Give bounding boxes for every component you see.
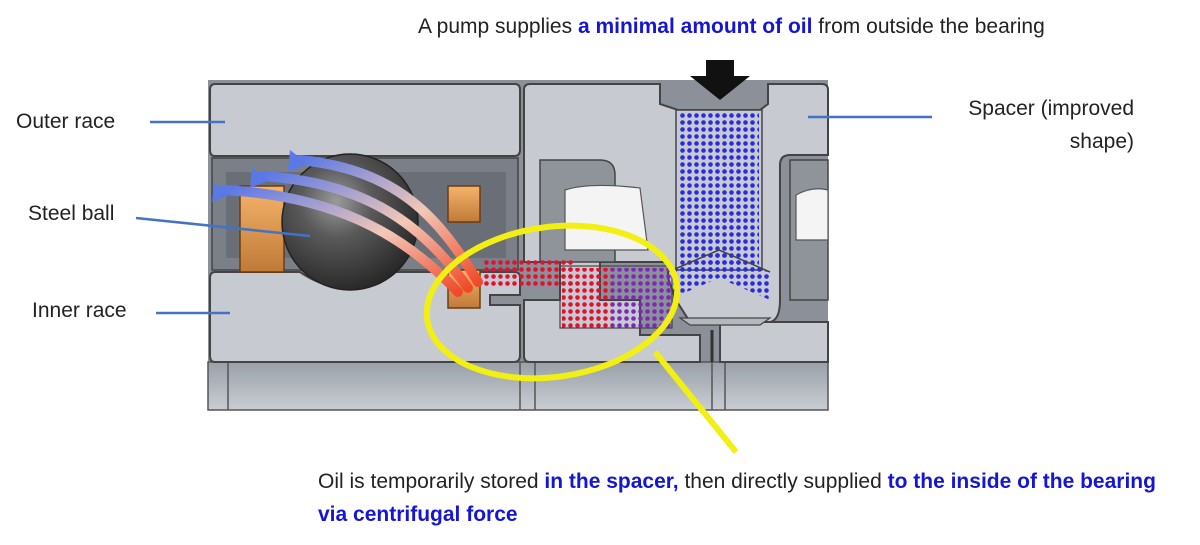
label-outer-race: Outer race — [16, 110, 116, 133]
outer-race — [209, 83, 521, 157]
storage-note-pre: Oil is temporarily stored — [318, 470, 545, 493]
callout-ellipse — [423, 222, 681, 382]
pump-note: A pump supplies a minimal amount of oil … — [418, 10, 1098, 43]
storage-note: Oil is temporarily stored in the spacer,… — [318, 465, 1168, 531]
pump-note-post: from outside the bearing — [812, 15, 1045, 38]
label-spacer: Spacer (improved shape) — [968, 97, 1134, 153]
pump-down-arrow — [690, 60, 750, 100]
label-steel-ball: Steel ball — [28, 202, 115, 225]
storage-note-highlight-2: to the inside of the bearing via centrif… — [318, 470, 1156, 526]
storage-note-highlight-1: in the spacer, — [544, 470, 679, 493]
oil-storage-channel — [484, 258, 574, 288]
pump-note-highlight: a minimal amount of oil — [577, 15, 813, 38]
leader-lines — [135, 115, 932, 315]
callout-pointer — [652, 350, 739, 454]
label-inner-race: Inner race — [32, 299, 127, 322]
storage-note-mid: then directly supplied — [678, 470, 888, 493]
pump-note-pre: A pump supplies — [418, 15, 578, 38]
